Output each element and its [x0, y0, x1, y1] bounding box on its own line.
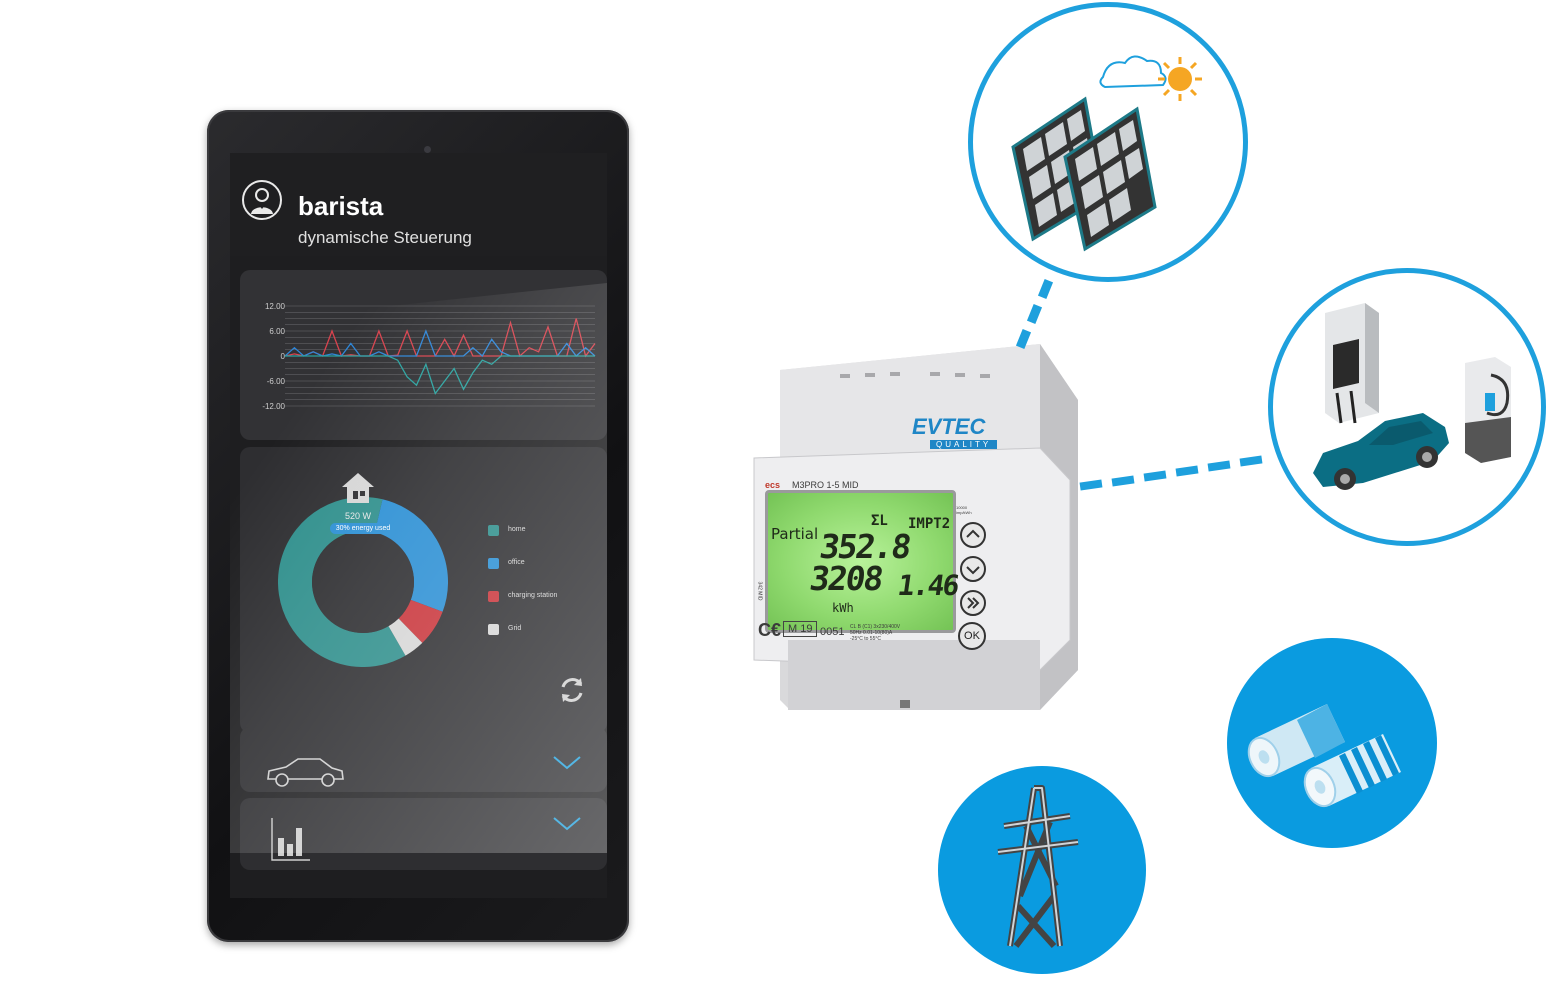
legend-label: home — [508, 526, 526, 533]
legend-swatch — [488, 525, 499, 536]
connector-dash — [1239, 455, 1263, 467]
meter-specs: CL B (C1) 3x230/400V 50Hz 0.01-10(80)A -… — [850, 624, 901, 642]
tablet-screen: barista dynamische Steuerung 12.00 6.00 … — [230, 153, 607, 898]
meter-ok-button[interactable]: OK — [958, 622, 986, 650]
connector-dash — [1111, 475, 1135, 487]
power-grid-circle — [938, 766, 1146, 974]
connector-dash — [1026, 303, 1043, 325]
chart-series-line — [285, 355, 595, 395]
legend-swatch — [488, 591, 499, 602]
chevron-down-icon[interactable] — [552, 755, 582, 771]
y-tick-label: -6.00 — [266, 377, 285, 386]
y-tick-label: 12.00 — [264, 302, 285, 311]
meter-up-button[interactable] — [960, 522, 986, 548]
meter-model: M3PRO 1-5 MID — [792, 480, 859, 490]
meter-down-button[interactable] — [960, 556, 986, 582]
donut-slice — [278, 497, 448, 667]
y-tick-label: 6.00 — [269, 327, 285, 336]
app-subtitle: dynamische Steuerung — [298, 228, 472, 247]
legend-label: charging station — [508, 592, 558, 599]
battery-icon — [1247, 704, 1401, 808]
lcd-tariff-label: IMPT2 — [908, 516, 951, 532]
barista-avatar-icon[interactable] — [242, 180, 282, 220]
connector-dash — [1143, 470, 1167, 482]
lcd-value-secondary: 3208 — [807, 559, 885, 598]
consumption-watts: 520 W — [344, 511, 371, 521]
ev-charging-ring — [1268, 268, 1546, 546]
power-chart-card[interactable]: 12.00 6.00 0 -6.00 -12.00 — [240, 270, 607, 440]
legend-swatch — [488, 624, 499, 635]
chart-series-line — [285, 318, 596, 358]
fast-forward-icon — [967, 597, 980, 609]
ok-button-label: OK — [964, 630, 980, 642]
donut-hole — [312, 531, 414, 633]
lcd-unit: kWh — [832, 601, 854, 615]
app-header: barista dynamische Steuerung — [230, 153, 607, 256]
lcd-partial-label: Partial — [771, 525, 819, 543]
car-icon — [267, 758, 344, 787]
meter-side-label: 342 MID — [756, 581, 763, 601]
bar-chart-icon — [271, 818, 310, 861]
ev-charging-card[interactable] — [240, 727, 607, 792]
meter-brand-logo: EVTEC — [912, 414, 986, 439]
y-tick-label: -12.00 — [262, 402, 285, 411]
solar-panel-icon — [1011, 55, 1202, 252]
battery-storage-circle — [1227, 638, 1437, 848]
ce-mark-icon: C€ — [758, 620, 782, 640]
meter-cert-number: 0051 — [820, 626, 845, 638]
connector-dash — [1175, 465, 1199, 477]
legend-label: Grid — [508, 625, 522, 632]
front-camera — [424, 146, 431, 153]
donut-slice — [278, 497, 448, 667]
power-line-chart — [285, 305, 596, 407]
app-title: barista — [298, 191, 384, 221]
tablet-device: barista dynamische Steuerung 12.00 6.00 … — [207, 110, 629, 942]
connector-dash — [1037, 278, 1054, 300]
energy-used-badge: 30% energy used — [330, 523, 396, 534]
ev-charger-icon — [1313, 303, 1511, 490]
statistics-card[interactable] — [240, 798, 607, 870]
meter-led-label: 10000 imp/kWh — [956, 505, 972, 515]
solar-source-ring — [968, 2, 1248, 282]
legend-swatch — [488, 558, 499, 569]
meter-lcd-display: Partial ΣL IMPT2 352.8 3208 1.46 kWh — [765, 490, 960, 633]
lcd-value-tertiary: 1.46 — [895, 569, 960, 602]
lcd-sigma-label: ΣL — [871, 513, 888, 529]
meter-maker: ecs — [765, 480, 781, 490]
chevron-down-icon — [966, 566, 980, 575]
refresh-icon[interactable] — [557, 675, 587, 705]
y-tick-label: 0 — [280, 352, 285, 361]
meter-next-button[interactable] — [960, 590, 986, 616]
home-icon — [342, 473, 374, 503]
chevron-up-icon — [966, 529, 980, 538]
meter-cert: M 19 — [783, 621, 818, 637]
connector-dash — [1079, 479, 1103, 491]
legend-label: office — [508, 559, 525, 566]
energy-donut-chart — [278, 497, 448, 667]
connector-dash — [1207, 460, 1231, 472]
chevron-down-icon[interactable] — [552, 816, 582, 832]
power-tower-icon — [997, 785, 1079, 949]
meter-brand-sub: QUALITY — [930, 440, 998, 449]
